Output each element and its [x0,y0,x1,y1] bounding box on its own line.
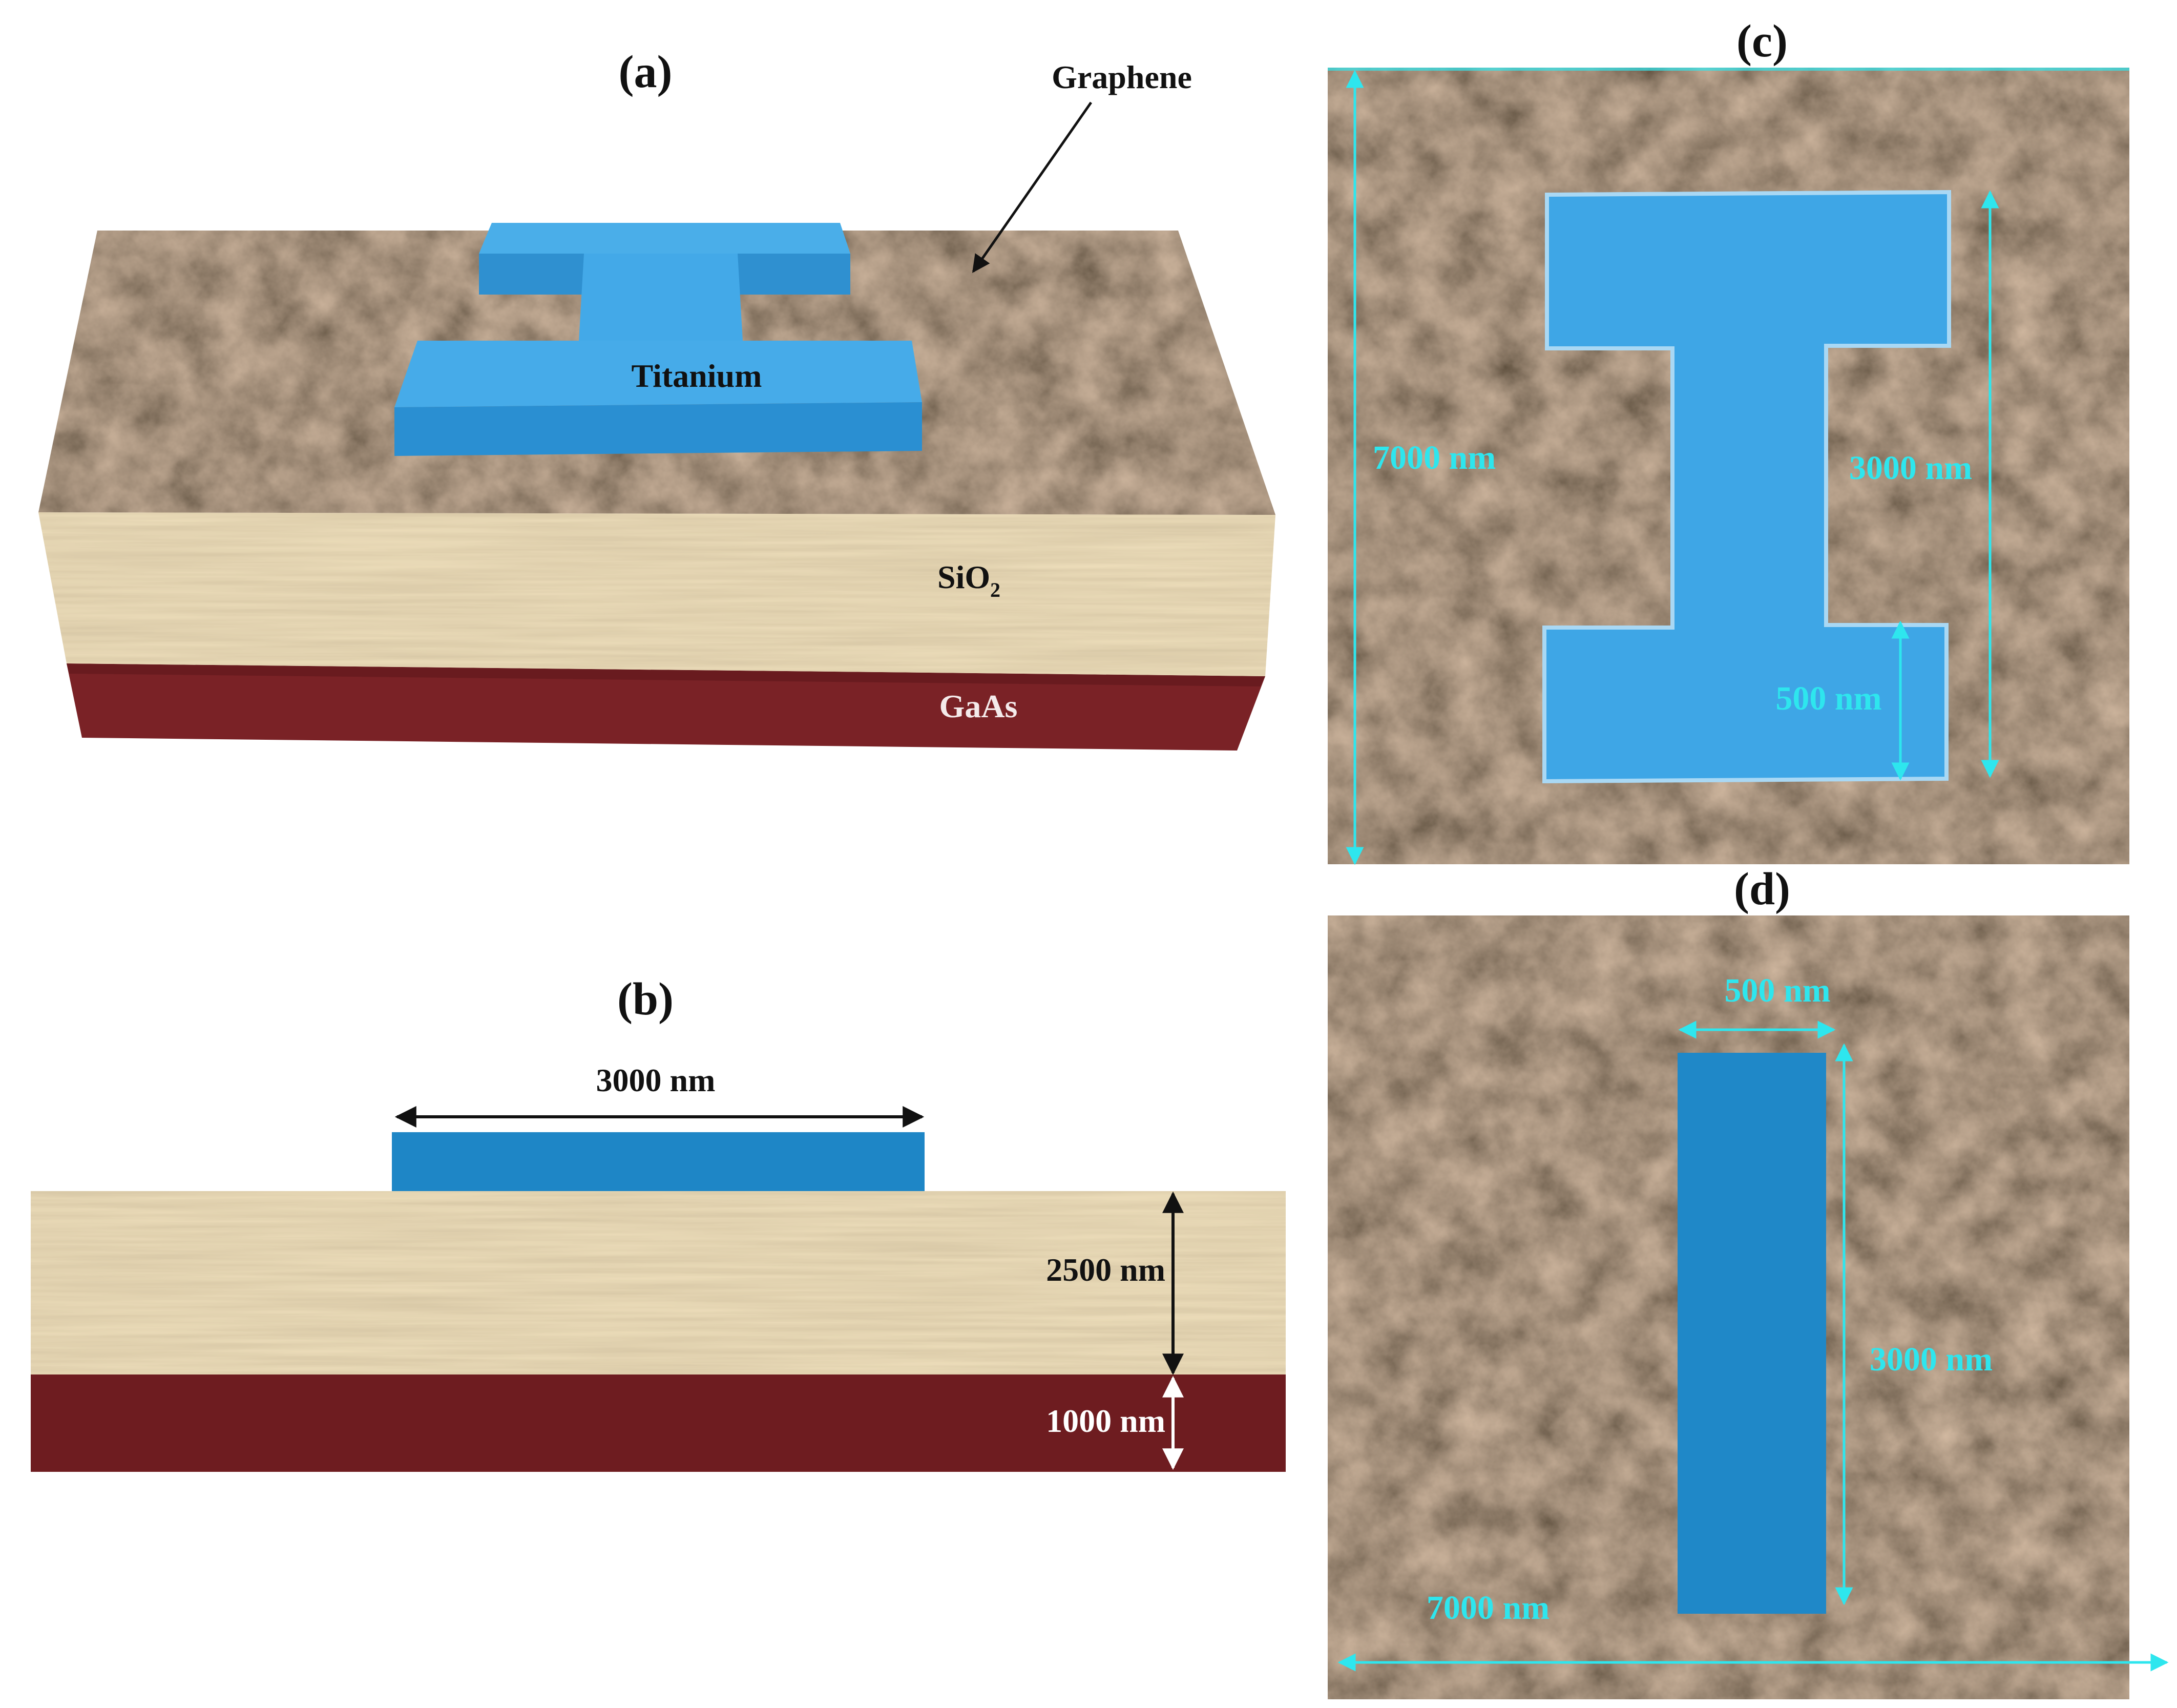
panel-d-label: (d) [1734,864,1790,914]
width-dimension-label-d: 500 nm [1724,972,1830,1009]
panel-b-cross-section: (b) 3000 nm 2500 nm 1000 nm [31,974,1286,1472]
width-dimension-label: 3000 nm [596,1062,716,1098]
titanium-i-shape-top [1542,190,1951,784]
flange-dimension-label-c: 500 nm [1775,680,1881,717]
panel-c-top-view: (c) 7000 nm 3000 nm 500 nm [1328,16,2129,865]
titanium-strip [392,1132,925,1194]
graphene-label: Graphene [1052,59,1192,95]
panel-d-top-view: (d) 500 nm 3000 nm 7000 nm [1328,864,2169,1699]
gaas-layer [67,663,1265,751]
titanium-i-structure [394,223,922,456]
svg-text:SiO: SiO [937,559,990,595]
panel-c-label: (c) [1736,16,1788,67]
titanium-label: Titanium [632,358,762,394]
panel-a-3d-view: (a) Titanium Graphene S [38,47,1275,751]
gaas-thickness-label: 1000 nm [1046,1403,1165,1439]
gaas-label: GaAs [939,688,1018,724]
graphene-pointer-arrow [972,101,1093,273]
height-dimension-label-c: 3000 nm [1849,449,1972,487]
sio2-layer-section [31,1191,1286,1374]
side-dimension-label-c: 7000 nm [1373,439,1496,476]
gaas-layer-section [31,1374,1286,1472]
svg-text:2: 2 [990,578,1000,601]
panel-a-label: (a) [619,47,673,97]
sio2-label: SiO 2 [937,559,1000,601]
side-dimension-label-d: 7000 nm [1427,1589,1550,1627]
height-dimension-label-d: 3000 nm [1870,1341,1993,1378]
titanium-strip-top [1678,1053,1826,1614]
sio2-layer [38,512,1275,676]
sio2-thickness-label: 2500 nm [1046,1252,1165,1288]
panel-b-label: (b) [617,974,674,1025]
gaas-layer-shade [67,663,1265,686]
